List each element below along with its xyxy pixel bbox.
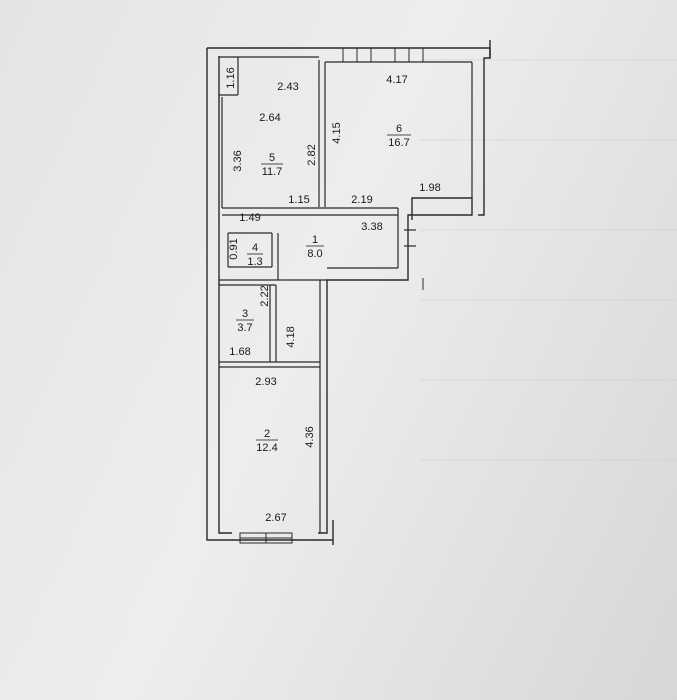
paper-lines: [420, 59, 677, 461]
dim-label: 1.98: [419, 182, 440, 194]
dim-label: 4.17: [386, 74, 407, 86]
room-number: 5: [269, 152, 275, 164]
room-number: 2: [264, 428, 270, 440]
dim-label: 1.15: [288, 194, 309, 206]
dim-label: 3.36: [232, 150, 244, 171]
dim-label: 4.18: [285, 326, 297, 347]
dim-label: 2.22: [259, 285, 271, 306]
room-number: 1: [312, 234, 318, 246]
dim-label: 0.91: [228, 238, 240, 259]
dim-label: 4.15: [331, 122, 343, 143]
room-area: 11.7: [262, 166, 283, 178]
dim-label: 2.93: [255, 376, 276, 388]
dim-label: 2.82: [306, 144, 318, 165]
room-number: 6: [396, 123, 402, 135]
room-area: 16.7: [388, 137, 409, 149]
dim-label: 1.49: [239, 212, 260, 224]
dim-label: 3.38: [361, 221, 382, 233]
dim-label: 4.36: [304, 426, 316, 447]
dim-label: 2.19: [351, 194, 372, 206]
room-area: 3.7: [237, 322, 252, 334]
windows: [239, 47, 424, 544]
dim-label: 2.64: [259, 112, 280, 124]
dim-label: 1.68: [229, 346, 250, 358]
dim-label: 2.43: [277, 81, 298, 93]
room-area: 8.0: [307, 248, 322, 260]
dim-label: 2.67: [265, 512, 286, 524]
room-area: 1.3: [247, 256, 262, 268]
room-number: 3: [242, 308, 248, 320]
outer-walls: [206, 40, 491, 545]
dim-label: 1.16: [225, 67, 237, 88]
room-area: 12.4: [256, 442, 277, 454]
interior-walls: [219, 56, 473, 533]
room-number: 4: [252, 242, 258, 254]
